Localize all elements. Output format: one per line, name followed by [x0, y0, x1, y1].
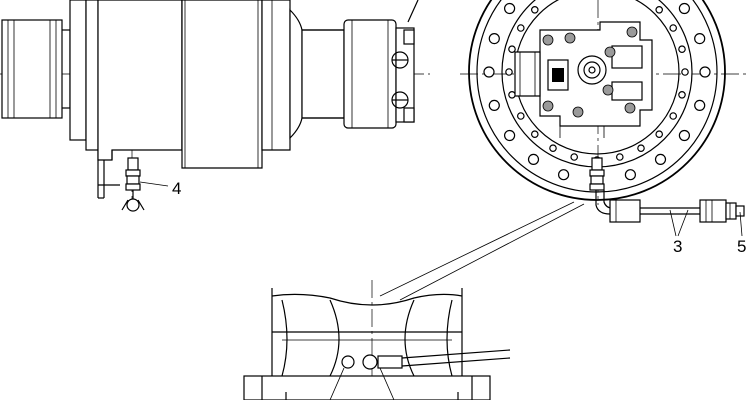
bolt-hole [488, 99, 500, 112]
callout-part-4: 4 [172, 179, 181, 198]
bolt-hole [483, 66, 495, 78]
bolt-hole [516, 24, 525, 32]
bolt-hole [655, 6, 664, 14]
bolt-hole [508, 45, 516, 54]
bolt-hole [678, 2, 691, 15]
bolt-hole [624, 169, 637, 181]
bolt-hole [488, 32, 500, 45]
end-view [379, 0, 750, 301]
bolt-hole [530, 6, 539, 14]
bolt-hole [681, 68, 689, 76]
bolt-hole [508, 91, 516, 99]
bolt-hole [655, 130, 664, 139]
bolt-hole [694, 99, 706, 112]
bolt-hole [637, 144, 645, 153]
bolt-hole [516, 112, 525, 120]
bolt-hole [549, 144, 557, 153]
drain-hose-assembly [589, 157, 745, 223]
bolt-hole [678, 129, 691, 142]
valve-block [514, 21, 653, 138]
bolt-hole [669, 24, 678, 32]
bolt-hole [694, 32, 706, 45]
bolt-hole [505, 68, 513, 76]
bolt-hole [615, 153, 624, 161]
bolt-hole [527, 153, 540, 165]
bolt-hole [530, 130, 539, 139]
side-view [0, 0, 430, 212]
bolt-hole [504, 2, 516, 15]
callout-part-3: 3 [673, 237, 682, 256]
bolt-hole [699, 66, 711, 78]
bolt-hole [669, 112, 678, 120]
outer-bolt-circle [483, 2, 711, 186]
bolt-hole [557, 169, 570, 181]
drain-plug-fitting [121, 157, 169, 212]
bolt-hole [678, 91, 686, 99]
callout-part-5: 5 [737, 237, 746, 256]
detail-view [243, 280, 511, 400]
bolt-hole [678, 45, 686, 54]
bolt-hole [570, 153, 579, 161]
bolt-hole [654, 153, 667, 165]
bolt-hole [504, 129, 516, 142]
